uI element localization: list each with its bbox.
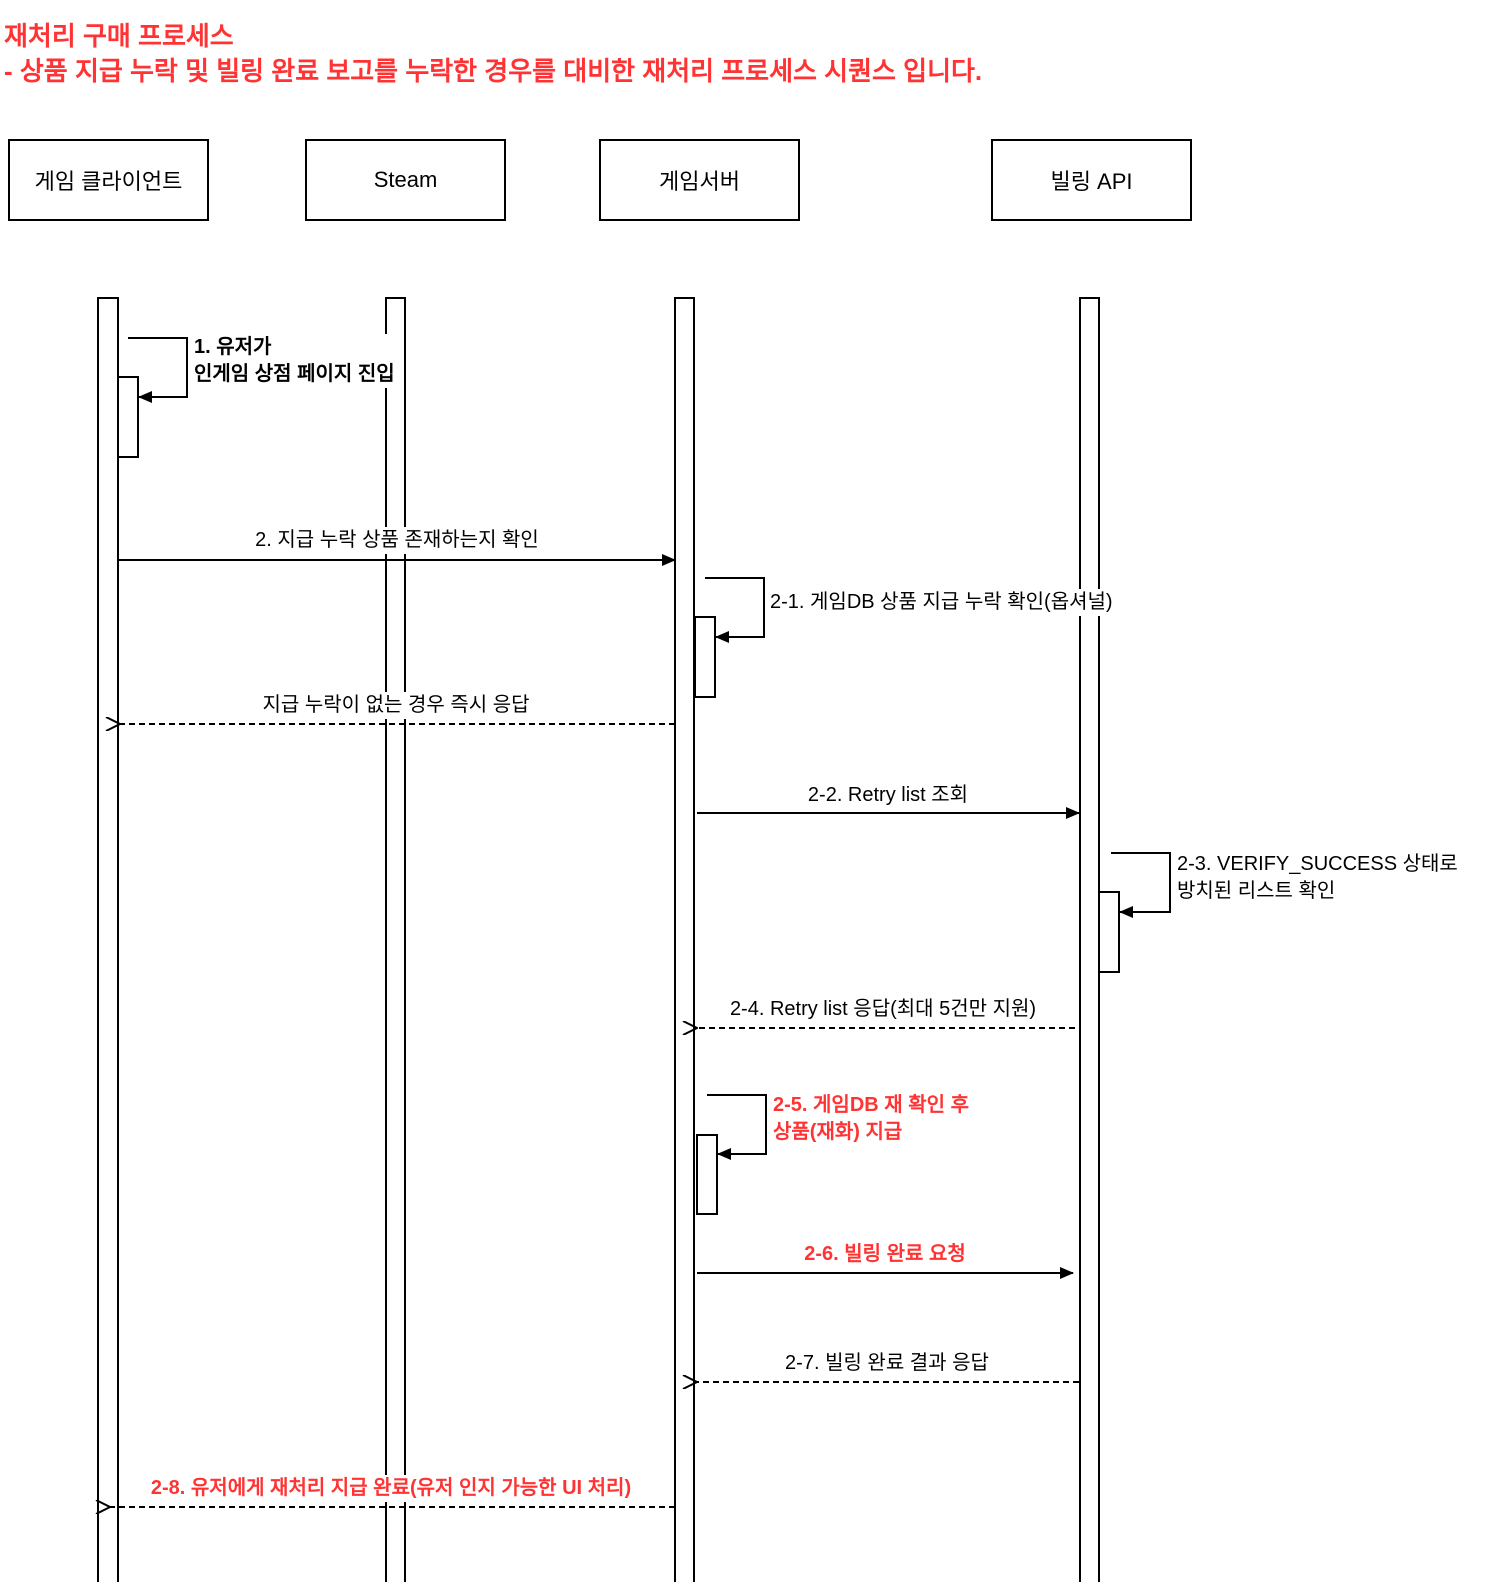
participant-game-server[interactable]: 게임서버 bbox=[599, 139, 800, 221]
message-2-6: 2-6. 빌링 완료 요청 bbox=[802, 1241, 968, 1268]
message-2-8: 2-8. 유저에게 재처리 지급 완료(유저 인지 가능한 UI 처리) bbox=[148, 1475, 634, 1502]
activation-server-1 bbox=[694, 616, 716, 698]
lifeline-game-client bbox=[97, 297, 119, 1582]
message-2: 2. 지급 누락 상품 존재하는지 확인 bbox=[253, 527, 541, 554]
arrow-2-5 bbox=[707, 1094, 767, 1160]
message-1-line2: 인게임 상점 페이지 진입 bbox=[194, 363, 395, 385]
arrow-2-1 bbox=[705, 577, 765, 643]
message-2-5-line1: 2-5. 게임DB 재 확인 후 bbox=[773, 1094, 969, 1116]
activation-server-2 bbox=[696, 1134, 718, 1215]
message-2-2: 2-2. Retry list 조회 bbox=[805, 782, 971, 809]
arrow-1 bbox=[128, 337, 188, 403]
diagram-subtitle: - 상품 지급 누락 및 빌링 완료 보고를 누락한 경우를 대비한 재처리 프… bbox=[4, 56, 983, 86]
message-2-5-line2: 상품(재화) 지급 bbox=[773, 1121, 903, 1143]
message-2-3: 2-3. VERIFY_SUCCESS 상태로 방치된 리스트 확인 bbox=[1177, 851, 1458, 905]
activation-client bbox=[117, 376, 139, 458]
participant-billing-api[interactable]: 빌링 API bbox=[991, 139, 1192, 221]
participant-game-client[interactable]: 게임 클라이언트 bbox=[8, 139, 209, 221]
message-2-4: 2-4. Retry list 응답(최대 5건만 지원) bbox=[727, 996, 1039, 1023]
message-response: 지급 누락이 없는 경우 즉시 응답 bbox=[260, 692, 532, 719]
message-2-1: 2-1. 게임DB 상품 지급 누락 확인(옵셔널) bbox=[770, 589, 1113, 616]
diagram-title: 재처리 구매 프로세스 bbox=[4, 21, 234, 51]
lifeline-steam bbox=[385, 297, 406, 1582]
message-2-3-line1: 2-3. VERIFY_SUCCESS 상태로 bbox=[1177, 853, 1458, 875]
activation-billing bbox=[1098, 891, 1120, 973]
message-1-line1: 1. 유저가 bbox=[194, 336, 272, 358]
message-1: 1. 유저가 인게임 상점 페이지 진입 bbox=[194, 334, 395, 388]
lifeline-billing-api bbox=[1079, 297, 1100, 1582]
arrow-2-3 bbox=[1111, 852, 1171, 918]
message-2-5: 2-5. 게임DB 재 확인 후 상품(재화) 지급 bbox=[773, 1092, 969, 1146]
message-2-7: 2-7. 빌링 완료 결과 응답 bbox=[783, 1350, 991, 1377]
message-2-3-line2: 방치된 리스트 확인 bbox=[1177, 880, 1336, 902]
participant-steam[interactable]: Steam bbox=[305, 139, 506, 221]
lifeline-game-server bbox=[674, 297, 695, 1582]
